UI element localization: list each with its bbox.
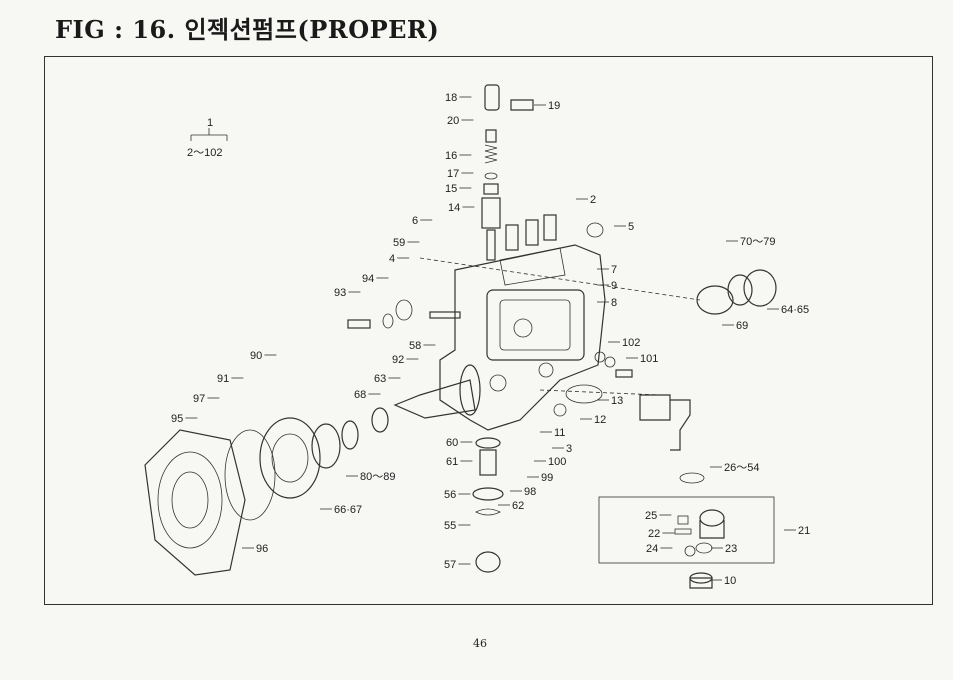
callout-80～89: 80～89: [360, 471, 395, 483]
callout-12: 12: [594, 414, 606, 426]
governor-parts: [639, 269, 777, 484]
callout-24: 24: [646, 543, 658, 555]
callout-22: 22: [648, 528, 660, 540]
delivery-valve-holders: [505, 214, 557, 251]
callout-61: 61: [446, 456, 458, 468]
callout-99: 99: [541, 472, 553, 484]
pump-body: [439, 244, 606, 431]
assembly-range: 2～102: [187, 147, 222, 159]
part-10-cap: [689, 572, 713, 589]
callout-62: 62: [512, 500, 524, 512]
callout-23: 23: [725, 543, 737, 555]
plunger-stack: [472, 437, 504, 573]
kit-box: [598, 496, 775, 564]
callout-91: 91: [217, 373, 229, 385]
assembly-bracket: [190, 128, 228, 141]
callout-2: 2: [590, 194, 596, 206]
callout-101: 101: [640, 353, 658, 365]
callout-94: 94: [362, 273, 374, 285]
callout-92: 92: [392, 354, 404, 366]
callout-6: 6: [412, 215, 418, 227]
callout-58: 58: [409, 340, 421, 352]
callout-19: 19: [548, 100, 560, 112]
callout-8: 8: [611, 297, 617, 309]
flange-housing: [144, 429, 246, 576]
callout-20: 20: [447, 115, 459, 127]
callout-labels: 1819201617151425659494935892636890919795…: [171, 92, 810, 587]
callout-70～79: 70～79: [740, 236, 775, 248]
assembly-number: 1: [207, 117, 213, 129]
callout-90: 90: [250, 350, 262, 362]
callout-25: 25: [645, 510, 657, 522]
callout-59: 59: [393, 237, 405, 249]
callout-64·65: 64·65: [781, 304, 809, 316]
callout-16: 16: [445, 150, 457, 162]
callout-100: 100: [548, 456, 566, 468]
callout-98: 98: [524, 486, 536, 498]
callout-7: 7: [611, 264, 617, 276]
callout-93: 93: [334, 287, 346, 299]
callout-13: 13: [611, 395, 623, 407]
callout-17: 17: [447, 168, 459, 180]
callout-3: 3: [566, 443, 572, 455]
callout-14: 14: [448, 202, 460, 214]
callout-5: 5: [628, 221, 634, 233]
drive-shaft-assembly: [224, 364, 481, 521]
callout-68: 68: [354, 389, 366, 401]
callout-97: 97: [193, 393, 205, 405]
callout-69: 69: [736, 320, 748, 332]
callout-55: 55: [444, 520, 456, 532]
callout-11: 11: [554, 427, 565, 439]
page-number: 46: [473, 637, 487, 650]
top-valve-stack: [481, 84, 534, 261]
fasteners: [347, 222, 633, 417]
callout-9: 9: [611, 280, 617, 292]
callout-26～54: 26～54: [724, 462, 759, 474]
figure-title: FIG : 16. 인젝션펌프(PROPER): [55, 15, 440, 44]
callout-15: 15: [445, 183, 457, 195]
callout-95: 95: [171, 413, 183, 425]
callout-102: 102: [622, 337, 640, 349]
callout-60: 60: [446, 437, 458, 449]
callout-4: 4: [389, 253, 395, 265]
callout-63: 63: [374, 373, 386, 385]
callout-10: 10: [724, 575, 736, 587]
callout-21: 21: [798, 525, 810, 537]
callout-66·67: 66·67: [334, 504, 362, 516]
callout-18: 18: [445, 92, 457, 104]
callout-57: 57: [444, 559, 456, 571]
callout-96: 96: [256, 543, 268, 555]
diagram-frame: [44, 56, 933, 605]
callout-56: 56: [444, 489, 456, 501]
